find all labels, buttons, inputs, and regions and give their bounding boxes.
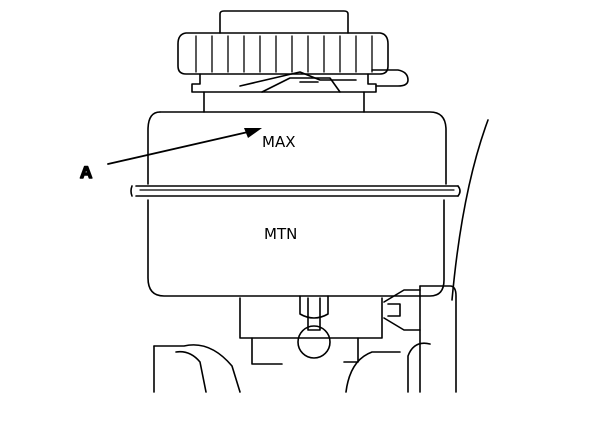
brake-line	[451, 119, 489, 301]
max-level-mark: MAX	[262, 133, 295, 151]
callout-letter-a: A	[80, 163, 92, 182]
reservoir-cap	[177, 10, 389, 75]
reservoir-tank	[147, 111, 447, 297]
min-level-mark: MTN	[264, 225, 297, 243]
sensor-wire	[371, 69, 409, 87]
master-cylinder-body	[153, 295, 431, 393]
reservoir-neck	[191, 71, 377, 113]
side-bracket	[383, 285, 457, 393]
cap-ribs	[195, 35, 373, 73]
callout-leader-arrow	[107, 128, 262, 165]
tank-seam-band	[130, 185, 461, 197]
